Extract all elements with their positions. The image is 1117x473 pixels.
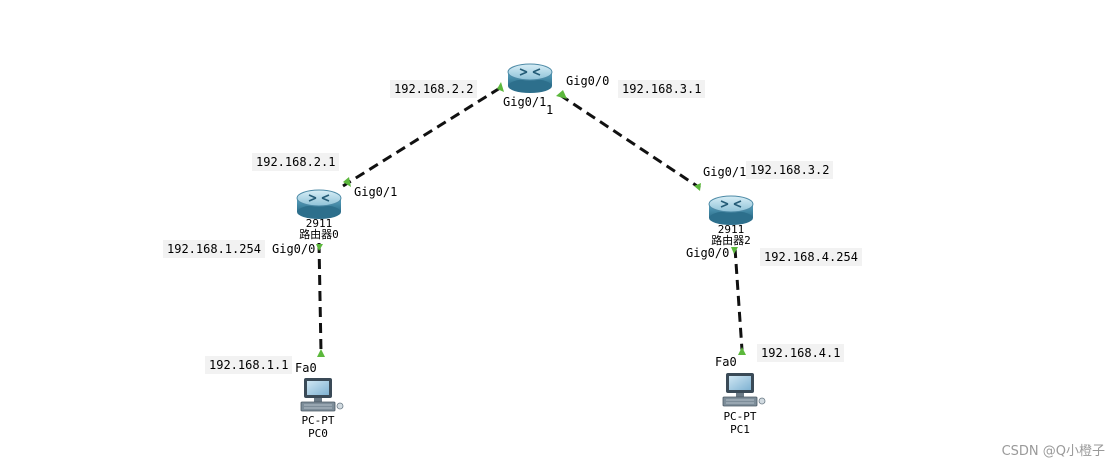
port-status-indicator <box>556 90 567 99</box>
pc-name-label: PC0 <box>308 427 328 440</box>
port-label-top-link-index: 1 <box>546 103 554 117</box>
watermark: CSDN @Q小橙子 <box>1001 444 1105 459</box>
port-status-indicator <box>731 247 738 254</box>
router-name-label: 路由器2 <box>711 234 751 247</box>
router-icon[interactable] <box>296 189 342 219</box>
pc-icon[interactable] <box>300 378 344 412</box>
pc-name-label: PC1 <box>730 423 750 436</box>
port-label-top-gig01: Gig0/1 <box>503 95 547 109</box>
router-model-label: 2911 <box>717 223 745 236</box>
ip-label-right-lan: 192.168.4.254 <box>760 248 862 266</box>
port-label-top-gig00: Gig0/0 <box>566 74 610 88</box>
port-status-indicator <box>694 183 701 191</box>
ip-label-left-lan: 192.168.1.254 <box>163 240 265 258</box>
router-icon[interactable] <box>708 195 754 225</box>
pc-type-label: PC-PT <box>301 414 335 427</box>
ip-label-left-wan: 192.168.2.1 <box>252 153 340 171</box>
port-label-pc0-fa0: Fa0 <box>295 361 317 375</box>
ip-label-pc0: 192.168.1.1 <box>205 356 293 374</box>
link-left-pc0 <box>317 242 323 353</box>
ip-label-right-wan: 192.168.3.2 <box>746 161 834 179</box>
port-label-right-gig01: Gig0/1 <box>703 165 747 179</box>
router-model-label: 2911 <box>305 217 333 230</box>
link-right-pc1 <box>733 247 744 351</box>
pc-type-label: PC-PT <box>723 410 757 423</box>
port-status-indicator <box>317 349 325 357</box>
port-status-indicator <box>316 244 323 251</box>
port-label-pc1-fa0: Fa0 <box>715 355 737 369</box>
link-top-left <box>342 86 501 188</box>
port-label-left-gig01: Gig0/1 <box>354 185 398 199</box>
ip-label-top-right: 192.168.3.1 <box>618 80 706 98</box>
link-top-right <box>559 93 701 190</box>
router-icon[interactable] <box>507 63 553 93</box>
port-status-indicator <box>497 82 504 92</box>
ip-label-pc1: 192.168.4.1 <box>757 344 845 362</box>
port-label-right-gig00: Gig0/0 <box>686 246 730 260</box>
ip-label-top-left: 192.168.2.2 <box>390 80 478 98</box>
port-label-left-gig00: Gig0/0 <box>272 242 316 256</box>
pc-icon[interactable] <box>722 373 766 407</box>
port-status-indicator <box>738 347 746 355</box>
router-name-label: 路由器0 <box>299 228 339 241</box>
port-status-indicator <box>343 177 351 187</box>
